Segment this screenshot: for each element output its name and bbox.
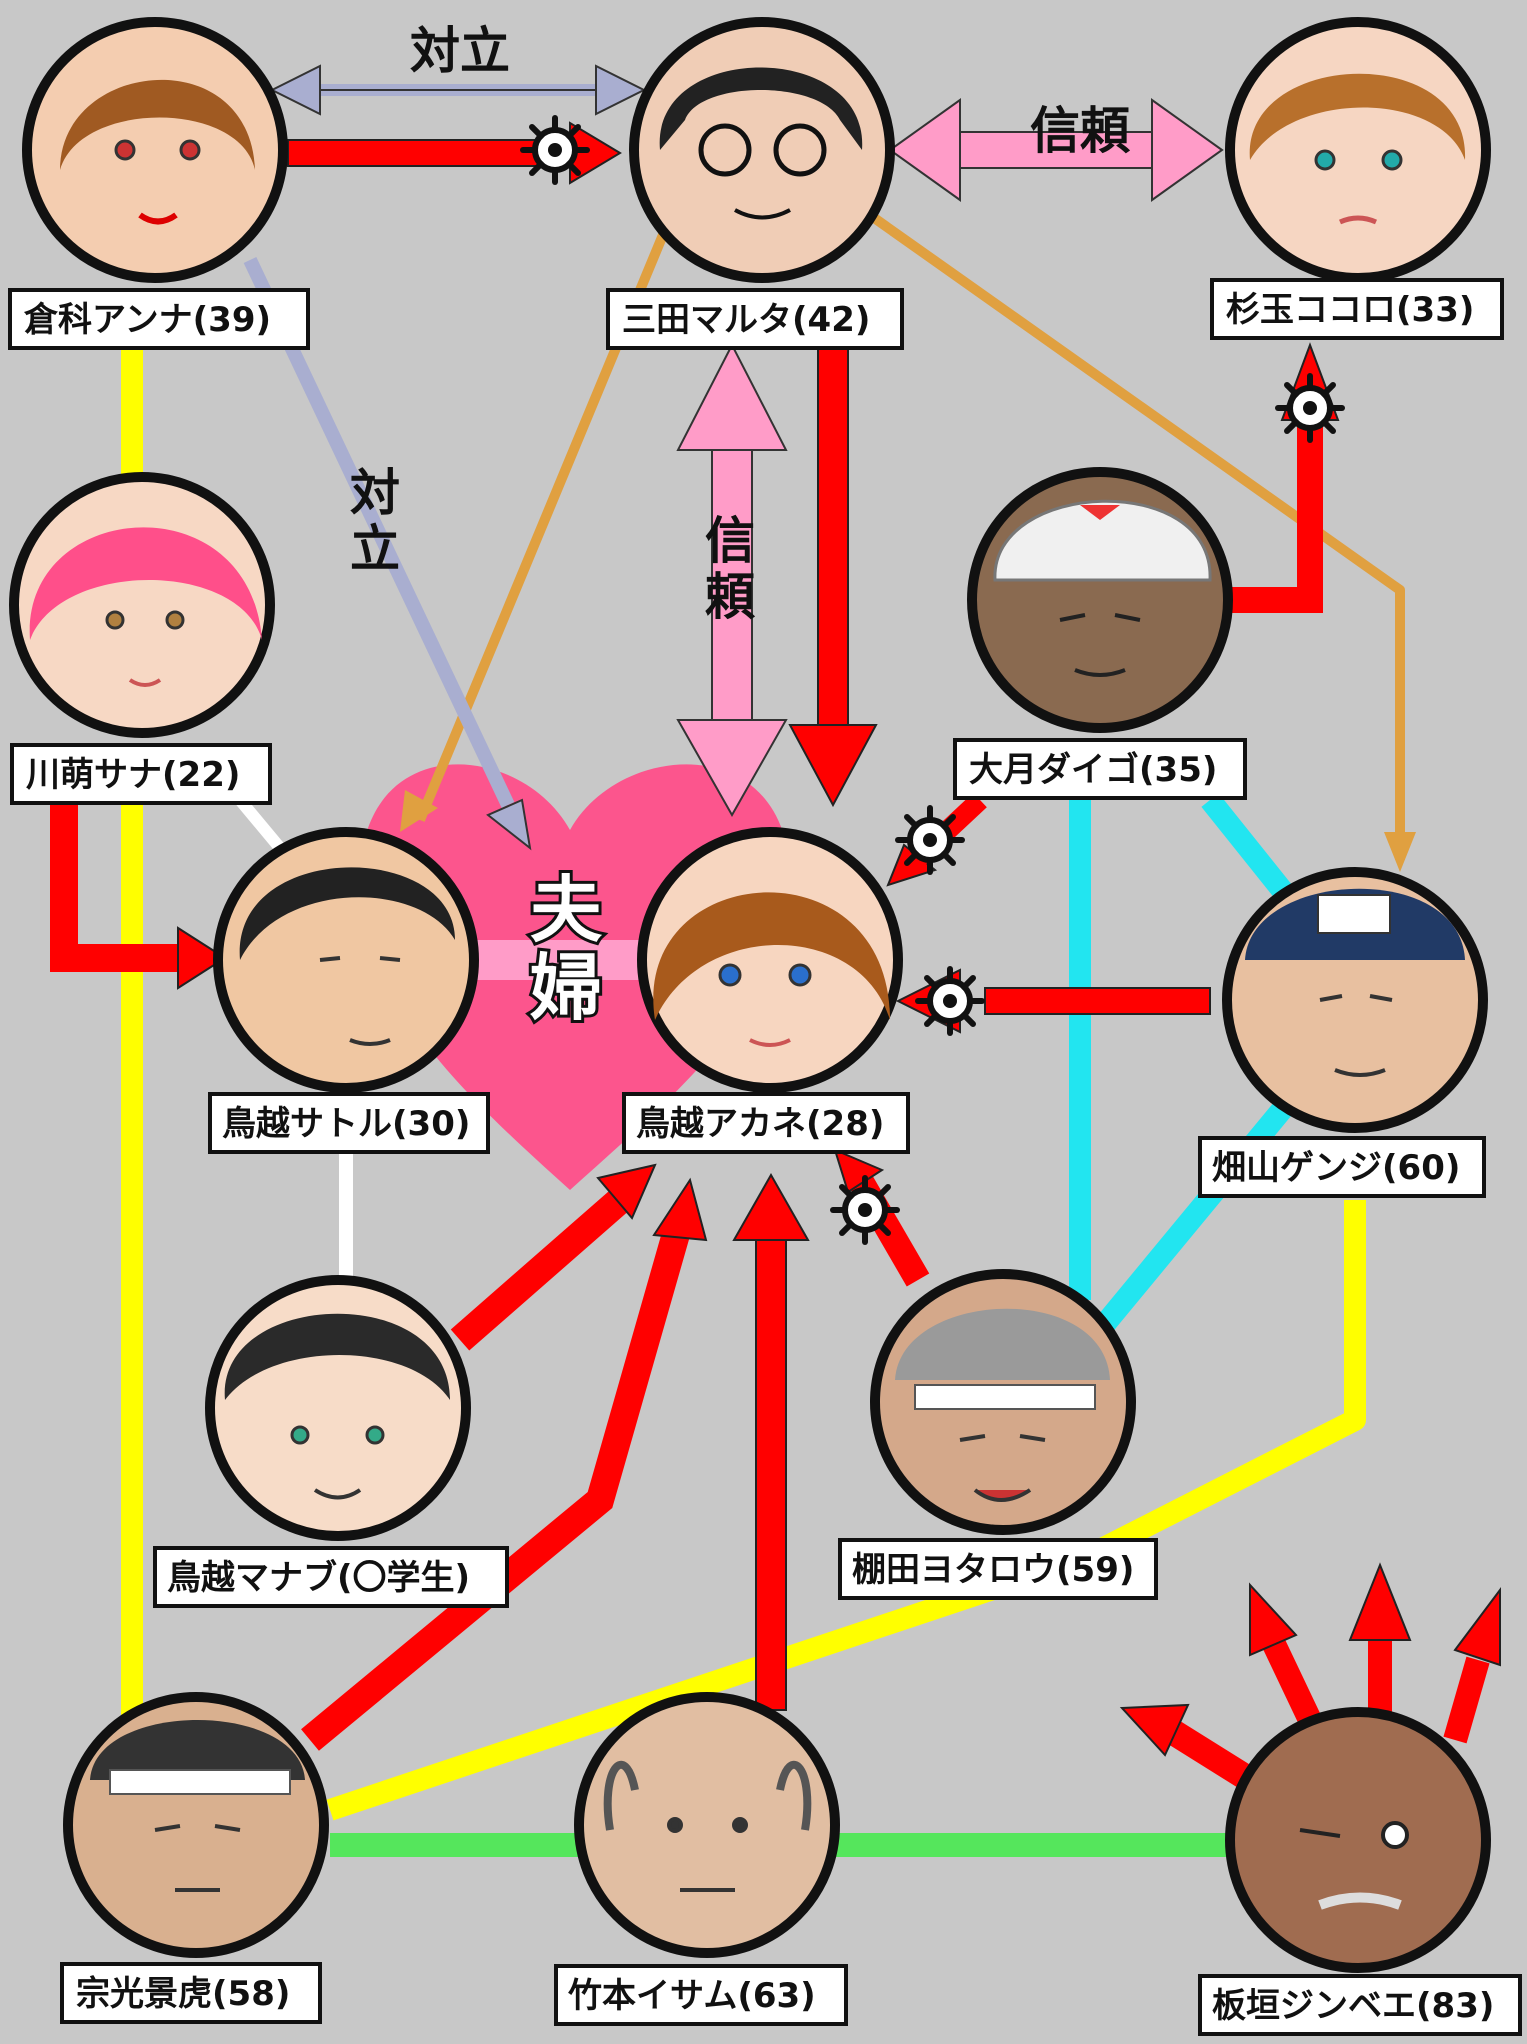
name-label-isamu: 竹本イサム(63): [568, 1976, 816, 2016]
trust-arrows: [676, 98, 1224, 818]
virus-icon: [918, 969, 982, 1033]
name-label-anna: 倉科アンナ(39): [23, 300, 271, 340]
virus-icon: [1278, 376, 1342, 440]
name-label-kagetora: 宗光景虎(58): [76, 1974, 290, 2014]
relation-label-couple: 夫婦: [530, 868, 603, 1030]
portrait-genji: [1222, 867, 1488, 1133]
name-label-satoru: 鳥越サトル(30): [222, 1104, 470, 1144]
face-portrait-icon: [1319, 994, 1393, 1077]
name-label-kokoro: 杉玉ココロ(33): [1226, 290, 1474, 330]
name-label-genji: 畑山ゲンジ(60): [1212, 1148, 1460, 1188]
face-portrait-icon: [154, 1824, 241, 1892]
virus-icon: [523, 118, 587, 182]
portrait-kagetora: [63, 1692, 329, 1958]
portrait-manabu: [205, 1275, 471, 1541]
virus-icon: [898, 808, 962, 872]
conflict-arrows: [243, 64, 647, 851]
name-label-daigo: 大月ダイゴ(35): [969, 750, 1217, 790]
name-label-yotaro: 棚田ヨタロウ(59): [852, 1550, 1134, 1590]
face-portrait-icon: [1059, 613, 1141, 677]
portrait-akane: [637, 827, 903, 1093]
portrait-anna: [22, 17, 288, 283]
portrait-jinbee: [1225, 1707, 1491, 1973]
name-label-manabu: 鳥越マナブ(〇学生): [167, 1558, 470, 1598]
face-portrait-icon: [105, 610, 185, 687]
relation-label-conflict-diagonal: 対立: [350, 464, 400, 578]
face-portrait-icon: [698, 123, 827, 220]
name-label-akane: 鳥越アカネ(28): [636, 1104, 884, 1144]
face-portrait-icon: [718, 963, 812, 1047]
portrait-maruta: [629, 17, 895, 283]
portrait-satoru: [213, 827, 479, 1093]
name-label-jinbee: 板垣ジンベエ(83): [1212, 1986, 1494, 2026]
face-portrait-icon: [1314, 149, 1403, 225]
portrait-kokoro: [1225, 17, 1491, 283]
relation-label-conflict-top: 対立: [410, 22, 510, 80]
name-label-maruta: 三田マルタ(42): [622, 300, 870, 340]
relation-label-trust-top: 信頼: [1030, 102, 1131, 160]
relation-label-trust-vertical: 信頼: [705, 512, 756, 626]
portrait-isamu: [574, 1692, 840, 1958]
face-portrait-icon: [290, 1425, 385, 1500]
face-portrait-icon: [1299, 1821, 1409, 1910]
face-portrait-icon: [959, 1434, 1046, 1502]
virus-icon: [833, 1178, 897, 1242]
name-label-sana: 川萌サナ(22): [26, 755, 240, 795]
face-portrait-icon: [319, 956, 401, 1046]
portrait-daigo: [967, 467, 1233, 733]
face-portrait-icon: [114, 139, 201, 225]
face-portrait-icon: [667, 1817, 748, 1892]
name-labels: 倉科アンナ(39) 三田マルタ(42) 杉玉ココロ(33) 川萌サナ(22) 大…: [8, 278, 1522, 2036]
portrait-yotaro: [870, 1269, 1136, 1535]
portrait-sana: [9, 472, 275, 738]
portraits: [9, 17, 1491, 1973]
